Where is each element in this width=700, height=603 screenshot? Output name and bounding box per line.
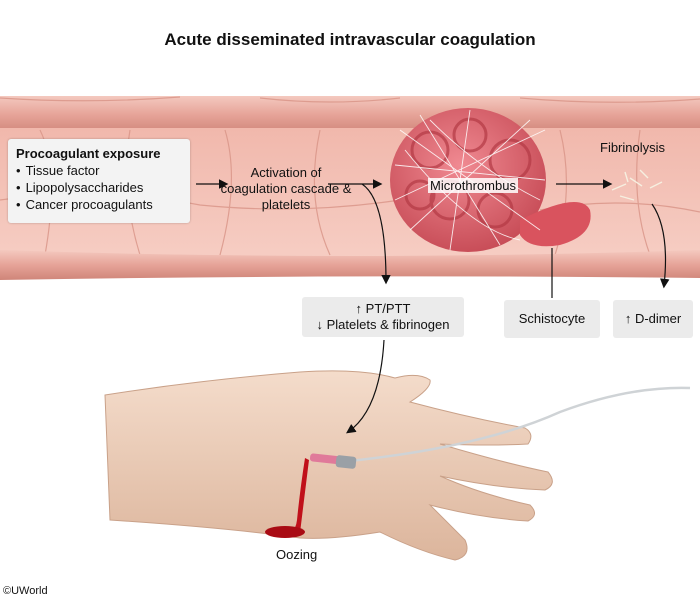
procoagulant-list: Tissue factor Lipopolysaccharides Cancer… xyxy=(16,162,182,213)
oozing-label: Oozing xyxy=(276,547,318,562)
list-item: Tissue factor xyxy=(16,162,182,179)
blood-pool xyxy=(265,526,305,538)
schistocyte-box: Schistocyte xyxy=(504,300,600,338)
lab-findings-box: ↑ PT/PTT ↓ Platelets & fibrinogen xyxy=(302,297,464,337)
diagram-title: Acute disseminated intravascular coagula… xyxy=(164,30,536,49)
microthrombus-label: Microthrombus xyxy=(428,178,518,193)
pt-ptt-label: ↑ PT/PTT xyxy=(355,301,411,316)
platelets-fibrinogen-label: ↓ Platelets & fibrinogen xyxy=(316,317,450,332)
iv-catheter xyxy=(309,453,345,465)
blood-ooze xyxy=(292,458,309,533)
procoagulant-exposure-box: Procoagulant exposure Tissue factor Lipo… xyxy=(8,139,190,223)
fibrin-fragments xyxy=(611,169,663,201)
fibrinolysis-label: Fibrinolysis xyxy=(600,140,666,155)
list-item: Cancer procoagulants xyxy=(16,196,182,213)
copyright-text: ©UWorld xyxy=(3,585,48,597)
procoagulant-heading: Procoagulant exposure xyxy=(16,146,161,161)
d-dimer-box: ↑ D-dimer xyxy=(613,300,693,338)
list-item: Lipopolysaccharides xyxy=(16,179,182,196)
activation-label: Activation of coagulation cascade & plat… xyxy=(220,165,352,212)
